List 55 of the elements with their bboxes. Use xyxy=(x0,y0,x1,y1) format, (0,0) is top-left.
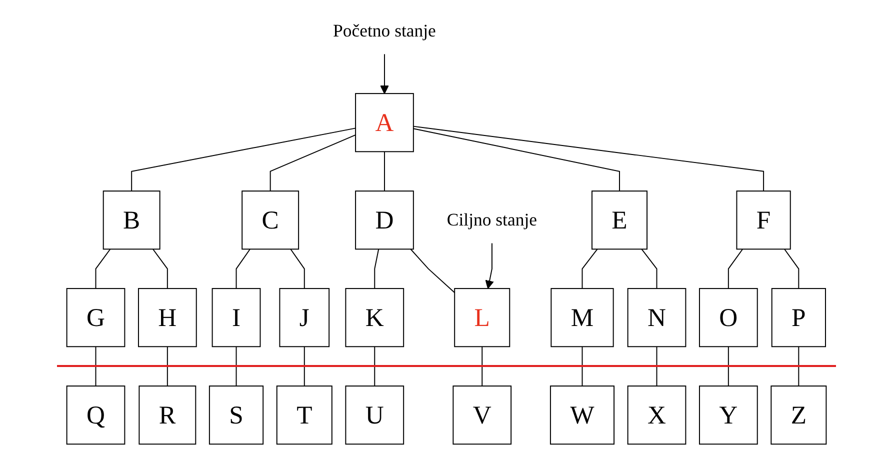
node-box: G xyxy=(66,288,126,348)
node-box: O xyxy=(698,288,758,348)
connector xyxy=(95,248,111,290)
connector xyxy=(582,248,598,290)
connector xyxy=(304,346,305,387)
connector xyxy=(582,346,583,387)
node-box: Q xyxy=(66,386,126,445)
connector xyxy=(374,248,380,290)
node-box: K xyxy=(345,288,404,348)
connector xyxy=(236,346,237,387)
connector xyxy=(412,126,764,192)
node-box: W xyxy=(550,386,615,445)
arrow xyxy=(380,54,389,94)
connector xyxy=(95,346,96,387)
connector xyxy=(131,128,356,192)
connector xyxy=(412,128,620,192)
node-box: V xyxy=(452,386,512,445)
connector xyxy=(656,346,658,387)
connector xyxy=(728,248,744,290)
connector xyxy=(152,248,168,290)
node-box: F xyxy=(736,190,791,250)
node-box: Z xyxy=(770,386,827,445)
node-box: L xyxy=(454,288,510,348)
connector xyxy=(410,248,456,294)
connector xyxy=(384,151,385,192)
node-box: P xyxy=(771,288,826,348)
connector xyxy=(270,134,356,192)
node-text: Početno stanje xyxy=(333,20,436,40)
node-box: M xyxy=(550,288,614,348)
node-box: C xyxy=(242,190,300,250)
node-box: H xyxy=(138,288,197,348)
node-text: Ciljno stanje xyxy=(446,210,538,230)
node-box: J xyxy=(279,288,330,348)
connector xyxy=(641,248,658,290)
node-box: N xyxy=(627,288,686,348)
arrow xyxy=(485,242,494,289)
connector xyxy=(166,346,168,387)
connector xyxy=(728,346,729,387)
node-box: E xyxy=(591,190,648,250)
node-box: U xyxy=(345,386,404,445)
node-box: Y xyxy=(698,386,758,445)
node-box: A xyxy=(355,93,414,152)
node-box: X xyxy=(627,386,686,445)
connector xyxy=(290,248,305,290)
connector xyxy=(784,248,800,290)
node-box: I xyxy=(212,288,261,348)
connector xyxy=(236,248,251,290)
node-box: S xyxy=(208,386,264,445)
connector xyxy=(482,346,483,387)
node-box: B xyxy=(102,190,160,250)
connector xyxy=(798,346,800,387)
node-box: T xyxy=(276,386,332,445)
connector xyxy=(374,346,376,387)
node-box: D xyxy=(355,190,414,250)
node-box: R xyxy=(138,386,196,445)
